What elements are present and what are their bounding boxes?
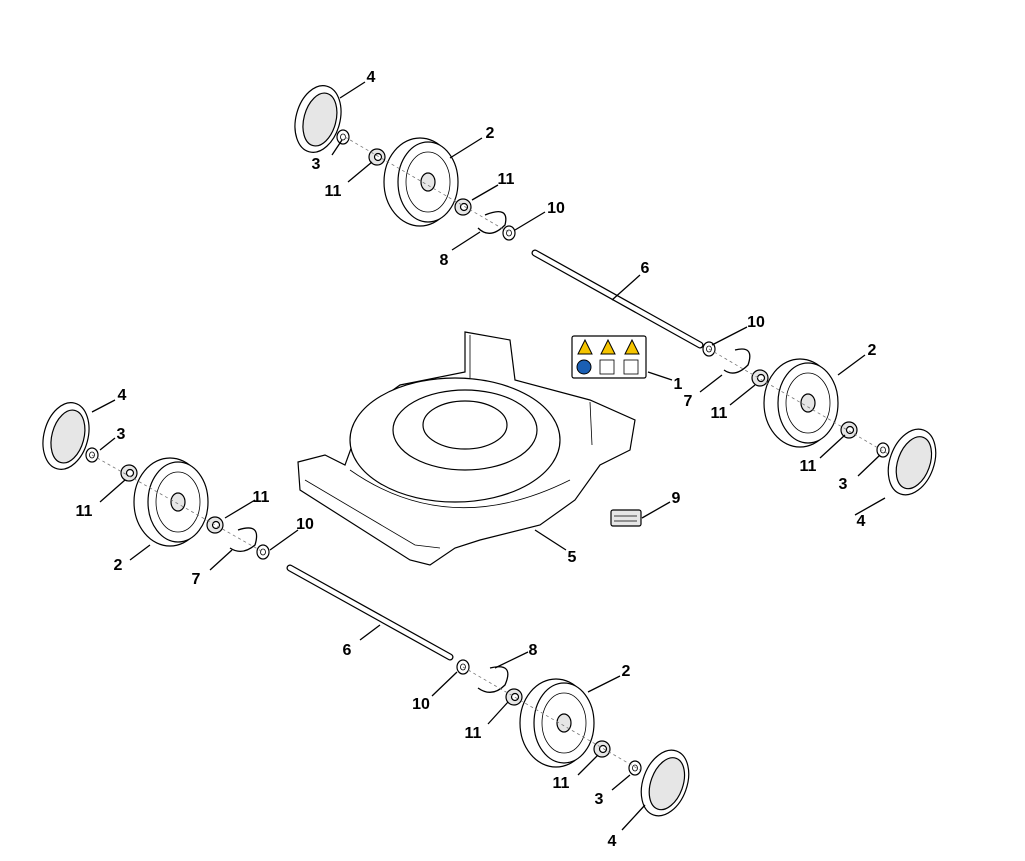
callout-6: 6 <box>641 260 650 277</box>
callout-2: 2 <box>622 663 631 680</box>
callout-11: 11 <box>800 458 817 475</box>
rating-label-sticker <box>610 509 642 527</box>
callout-11: 11 <box>498 171 515 188</box>
callout-6: 6 <box>343 642 352 659</box>
callout-11: 11 <box>325 183 342 200</box>
callout-11: 11 <box>253 489 270 506</box>
callout-10: 10 <box>412 696 430 713</box>
callout-3: 3 <box>839 476 848 493</box>
wheel-assembly-right <box>702 341 945 503</box>
callout-1: 1 <box>674 376 683 393</box>
callout-labels: 4 3 11 2 11 10 8 6 10 1 2 7 11 11 3 4 9 … <box>76 69 877 850</box>
callout-10: 10 <box>296 516 314 533</box>
callout-3: 3 <box>595 791 604 808</box>
callout-9: 9 <box>672 490 681 507</box>
callout-3: 3 <box>117 426 126 443</box>
callout-2: 2 <box>486 125 495 142</box>
callout-7: 7 <box>192 571 201 588</box>
callout-7: 7 <box>684 393 693 410</box>
callout-11: 11 <box>553 775 570 792</box>
callout-3: 3 <box>312 156 321 173</box>
axle-front <box>286 564 454 661</box>
callout-4: 4 <box>608 833 617 850</box>
callout-11: 11 <box>465 725 482 742</box>
callout-10: 10 <box>747 314 765 331</box>
hub-cap <box>287 79 349 159</box>
callout-2: 2 <box>868 342 877 359</box>
callout-4: 4 <box>857 513 866 530</box>
callout-4: 4 <box>118 387 127 404</box>
wheel-assembly-bottom <box>456 659 698 824</box>
callout-11: 11 <box>76 503 93 520</box>
callout-8: 8 <box>529 642 538 659</box>
mower-deck <box>297 331 636 566</box>
leader-lines <box>91 81 886 831</box>
callout-4: 4 <box>367 69 376 86</box>
callout-8: 8 <box>440 252 449 269</box>
callout-5: 5 <box>568 549 577 566</box>
safety-label-sticker <box>571 335 647 379</box>
axle-rear <box>531 249 704 349</box>
callout-10: 10 <box>547 200 565 217</box>
wheel-assembly-left <box>35 396 270 560</box>
wheel-assembly-top <box>287 79 516 241</box>
callout-11: 11 <box>711 405 728 422</box>
callout-2: 2 <box>114 557 123 574</box>
